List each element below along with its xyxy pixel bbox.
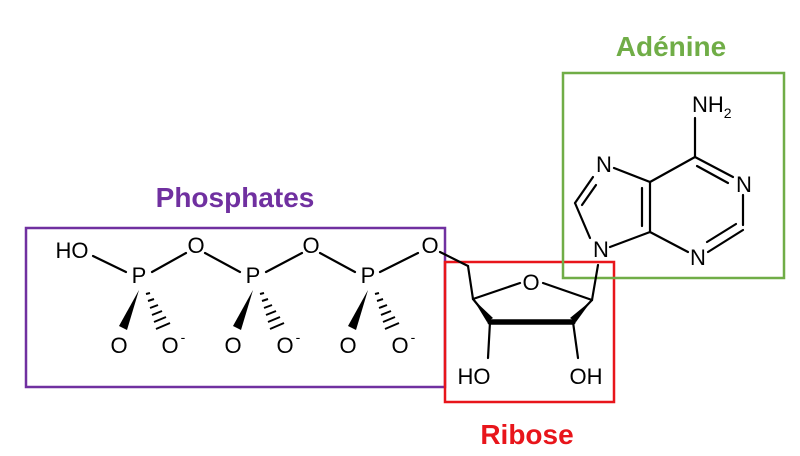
atom-ring-oxygen: O <box>522 270 539 295</box>
ribose-ring <box>471 263 600 360</box>
atom-oxide: O <box>276 333 293 358</box>
atom-nitrogen-n1: N <box>736 172 752 197</box>
atom-charge: - <box>411 329 416 345</box>
atom-oxygen: O <box>224 333 241 358</box>
atom-oh-ribose: OH <box>570 364 603 389</box>
atom-nitrogen-n9: N <box>593 237 609 262</box>
atom-charge: - <box>181 329 186 345</box>
atom-nitrogen-n7: N <box>596 152 612 177</box>
atom-amine: NH2 <box>692 92 732 121</box>
atom-oxygen: O <box>110 333 127 358</box>
phosphate-hashed-bonds <box>145 292 400 330</box>
wedge-bond <box>348 290 368 330</box>
adenine-rings <box>573 116 745 254</box>
ribose-box <box>443 260 616 404</box>
atom-ho-ribose: HO <box>458 364 491 389</box>
atom-oxygen-bridge: O <box>421 233 438 258</box>
ribose-label: Ribose <box>480 419 573 450</box>
atom-ho: HO <box>56 238 89 263</box>
atom-nitrogen-n3: N <box>690 245 706 270</box>
ribose-atoms: O HO OH <box>458 270 603 389</box>
atom-phosphorus: P <box>246 263 261 288</box>
phosphates-label: Phosphates <box>156 182 315 213</box>
atom-phosphorus: P <box>132 263 147 288</box>
phosphate-atoms: HO P P P O O O O O O O - O - O - <box>56 233 439 358</box>
adenine-label: Adénine <box>616 31 726 62</box>
atom-oxide: O <box>391 333 408 358</box>
adenine-atoms: N N N N NH2 <box>593 92 752 270</box>
adenine-box <box>561 71 786 280</box>
atom-phosphorus: P <box>361 263 376 288</box>
atom-charge: - <box>296 329 301 345</box>
atom-oxygen-bridge: O <box>302 233 319 258</box>
atom-oxygen-bridge: O <box>187 233 204 258</box>
wedge-bond <box>233 290 253 330</box>
phosphate-chain-bonds <box>91 250 475 330</box>
wedge-bond <box>119 290 139 330</box>
atom-oxide: O <box>161 333 178 358</box>
atom-oxygen: O <box>339 333 356 358</box>
